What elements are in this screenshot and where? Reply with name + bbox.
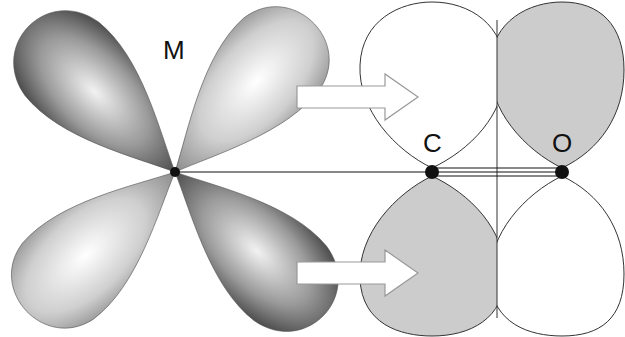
orbital-lobe <box>138 134 360 337</box>
lobe-boundary <box>497 20 498 318</box>
donation-arrow <box>297 250 418 296</box>
orbital-lobe <box>497 2 624 168</box>
atom-dot <box>425 165 439 179</box>
donation-arrow <box>297 74 418 120</box>
atom-label: O <box>552 130 572 156</box>
orbital-lobe <box>0 134 211 337</box>
orbital-lobe <box>360 2 497 168</box>
orbital-lobe <box>497 176 624 336</box>
orbital-lobe <box>360 176 497 336</box>
atom-label: M <box>163 37 185 63</box>
bond-axis <box>175 172 562 173</box>
triple-bond <box>432 176 562 177</box>
atom-label: C <box>423 130 442 156</box>
triple-bond <box>432 168 562 169</box>
atom-dot <box>170 167 180 177</box>
atom-dot <box>555 165 569 179</box>
